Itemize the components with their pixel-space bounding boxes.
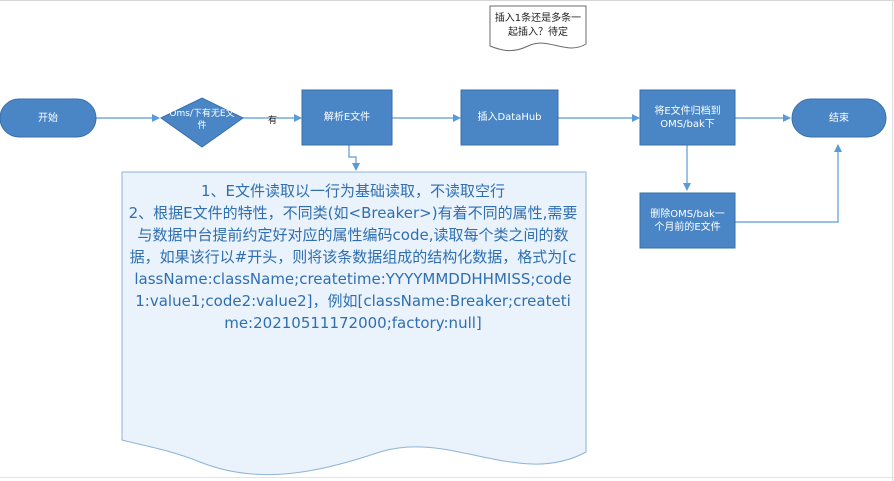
connector-parse-document [348,145,360,171]
start-node-shape [0,98,97,138]
document-line-2: 2、根据E文件的特性，不同类(如<Breaker>)有着不同的属性,需要与数据中… [128,204,578,332]
parse-node-label: 解析E文件 [323,112,371,123]
archive-node-label: 将E文件归档到OMS/bak下 [654,105,721,130]
document-text: 1、E文件读取以一行为基础读取，不读取空行 2、根据E文件的特性，不同类(如<B… [128,180,578,334]
archive-node-shape [639,89,736,146]
document-shape [121,171,587,476]
delete-node-shape [639,192,736,249]
canvas-right-border [892,0,893,481]
edge-label-has-file: 有 [268,116,278,126]
decision-node-label: Oms/下有无E文件 [169,109,235,131]
connector-delete-end [735,144,842,223]
delete-node-label: 删除OMS/bak一个月前的E文件 [650,208,725,233]
document-line-1: 1、E文件读取以一行为基础读取，不读取空行 [200,182,506,200]
note-label: 插入1条还是多条一起插入？待定 [494,13,582,38]
insert-node-shape [460,89,559,146]
parse-node-shape [301,89,393,146]
insert-node-label: 插入DataHub [477,112,542,123]
note-shape [489,5,587,52]
decision-node-shape [160,97,244,148]
end-node-label: 结束 [829,112,849,124]
canvas-bottom-border [0,477,894,478]
start-node-label: 开始 [38,112,58,124]
canvas-top-border [0,0,894,1]
end-node-shape [791,98,887,138]
